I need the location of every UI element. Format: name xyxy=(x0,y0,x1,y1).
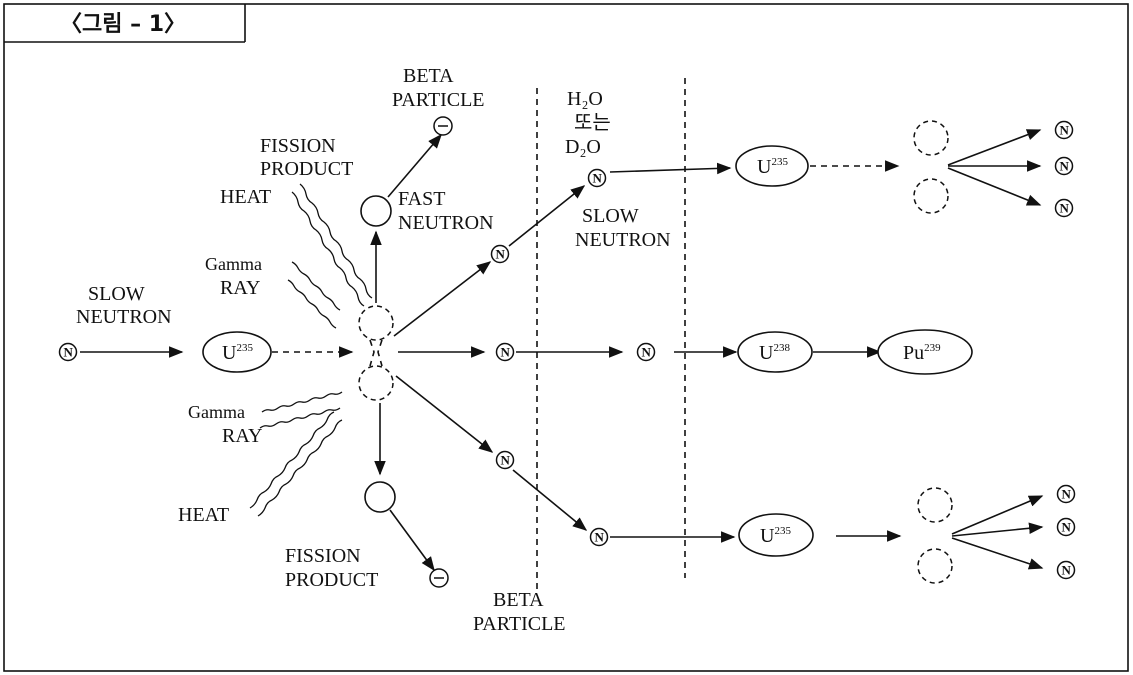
u238-nucleus xyxy=(737,331,813,373)
arrow-fp-top-to-beta xyxy=(387,133,442,198)
pu239-nucleus xyxy=(877,329,973,375)
u235-top-label: U235 xyxy=(757,156,788,178)
u235-nucleus-top xyxy=(735,145,809,187)
split-top-fragment-1 xyxy=(913,120,949,156)
arrow-bottom-split-n1 xyxy=(951,495,1044,535)
fast-neutron-label-1: FAST xyxy=(398,188,445,210)
svg-text:N: N xyxy=(1062,520,1072,535)
heat-wave-lower-2 xyxy=(257,419,343,517)
neutron-icon-moderated: N xyxy=(587,168,607,188)
svg-text:N: N xyxy=(1060,159,1070,174)
split-top-fragment-2 xyxy=(913,178,949,214)
fission-product-top-label-1: FISSION xyxy=(260,135,336,157)
svg-text:N: N xyxy=(1062,487,1072,502)
neutron-icon-top-out-1: N xyxy=(1054,120,1074,140)
gamma-wave-lower-2 xyxy=(259,407,341,429)
svg-text:N: N xyxy=(501,345,511,360)
heat-wave-lower-1 xyxy=(249,411,335,509)
arrow-top-split-n3 xyxy=(947,167,1042,206)
split-neck xyxy=(369,339,383,367)
svg-text:N: N xyxy=(642,345,652,360)
gamma-upper-label-1: Gamma xyxy=(205,254,262,274)
neutron-icon-top-out-3: N xyxy=(1054,198,1074,218)
beta-top-label-1: BETA xyxy=(403,65,454,87)
neutron-icon-bottom-out-1: N xyxy=(1056,484,1076,504)
slow-neutron-mid-label-1: SLOW xyxy=(582,205,639,227)
split-fragment-top xyxy=(358,305,394,341)
neutron-icon-top-out-2: N xyxy=(1054,156,1074,176)
fission-product-top-label-2: PRODUCT xyxy=(260,158,353,180)
neutron-icon-bottom-out-3: N xyxy=(1056,560,1076,580)
fast-neutron-label-2: NEUTRON xyxy=(398,212,494,234)
neutron-icon-lower-1: N xyxy=(495,450,515,470)
svg-text:N: N xyxy=(1060,201,1070,216)
heat-wave-upper-2 xyxy=(299,183,373,299)
slow-neutron-label-1: SLOW xyxy=(88,283,145,305)
svg-text:N: N xyxy=(595,530,605,545)
pu239-label: Pu239 xyxy=(903,342,941,364)
gamma-wave-upper-2 xyxy=(287,279,337,329)
gamma-upper-label-2: RAY xyxy=(220,277,260,299)
gamma-wave-upper-1 xyxy=(291,261,341,311)
arrow-to-u235-top xyxy=(609,162,732,175)
svg-text:N: N xyxy=(64,345,74,360)
u235-nucleus-bottom xyxy=(738,513,814,557)
gamma-lower-label-1: Gamma xyxy=(188,402,245,422)
neutron-icon-fast: N xyxy=(490,244,510,264)
neutron-icon-middle-2: N xyxy=(636,342,656,362)
beta-bottom-label-2: PARTICLE xyxy=(473,613,566,635)
fission-product-bottom-label-2: PRODUCT xyxy=(285,569,378,591)
gamma-lower-label-2: RAY xyxy=(222,425,262,447)
svg-text:N: N xyxy=(1060,123,1070,138)
heat-wave-upper-1 xyxy=(291,191,365,307)
neutron-icon-lower-2: N xyxy=(589,527,609,547)
arrow-fp-bottom-to-beta xyxy=(389,509,435,572)
beta-bottom-label-1: BETA xyxy=(493,589,544,611)
arrow-neutron-lower xyxy=(512,469,588,531)
arrow-split-to-neutron-1 xyxy=(393,261,492,337)
neutron-icon-incoming: N xyxy=(58,342,78,362)
u235-bottom-label: U235 xyxy=(760,525,791,547)
split-bottom-fragment-1 xyxy=(917,487,953,523)
neutron-icon-middle-1: N xyxy=(495,342,515,362)
fission-product-bottom-label-1: FISSION xyxy=(285,545,361,567)
arrow-bottom-split-n3 xyxy=(951,537,1044,570)
moderator-label-or: 또는 xyxy=(574,112,611,134)
u238-label: U238 xyxy=(759,342,790,364)
arrow-top-split-n1 xyxy=(947,129,1042,166)
moderator-label-d2o: D₂O xyxy=(565,136,601,158)
fission-product-bottom xyxy=(364,481,396,513)
gamma-wave-lower-1 xyxy=(261,391,343,413)
beta-particle-top-icon xyxy=(433,116,453,136)
svg-text:N: N xyxy=(496,247,506,262)
slow-neutron-label-2: NEUTRON xyxy=(76,306,172,328)
fission-product-top xyxy=(360,195,392,227)
moderator-label-h2o: H₂O xyxy=(567,88,603,110)
outer-frame xyxy=(3,3,1129,672)
split-bottom-fragment-2 xyxy=(917,548,953,584)
arrow-split-to-neutron-3 xyxy=(395,375,494,453)
beta-particle-bottom-icon xyxy=(429,568,449,588)
arrow-bottom-split-n2 xyxy=(951,522,1044,537)
u235-main-label: U235 xyxy=(222,342,253,364)
neutron-icon-bottom-out-2: N xyxy=(1056,517,1076,537)
svg-text:N: N xyxy=(501,453,511,468)
figure-caption: 〈그림 – 1〉 xyxy=(60,12,186,37)
svg-text:N: N xyxy=(1062,563,1072,578)
slow-neutron-mid-label-2: NEUTRON xyxy=(575,229,671,251)
heat-upper-label: HEAT xyxy=(220,186,271,208)
heat-lower-label: HEAT xyxy=(178,504,229,526)
beta-top-label-2: PARTICLE xyxy=(392,89,485,111)
svg-text:N: N xyxy=(593,171,603,186)
split-fragment-bottom xyxy=(358,365,394,401)
u235-nucleus-main xyxy=(202,331,272,373)
arrow-neutron-to-moderator xyxy=(508,185,586,247)
